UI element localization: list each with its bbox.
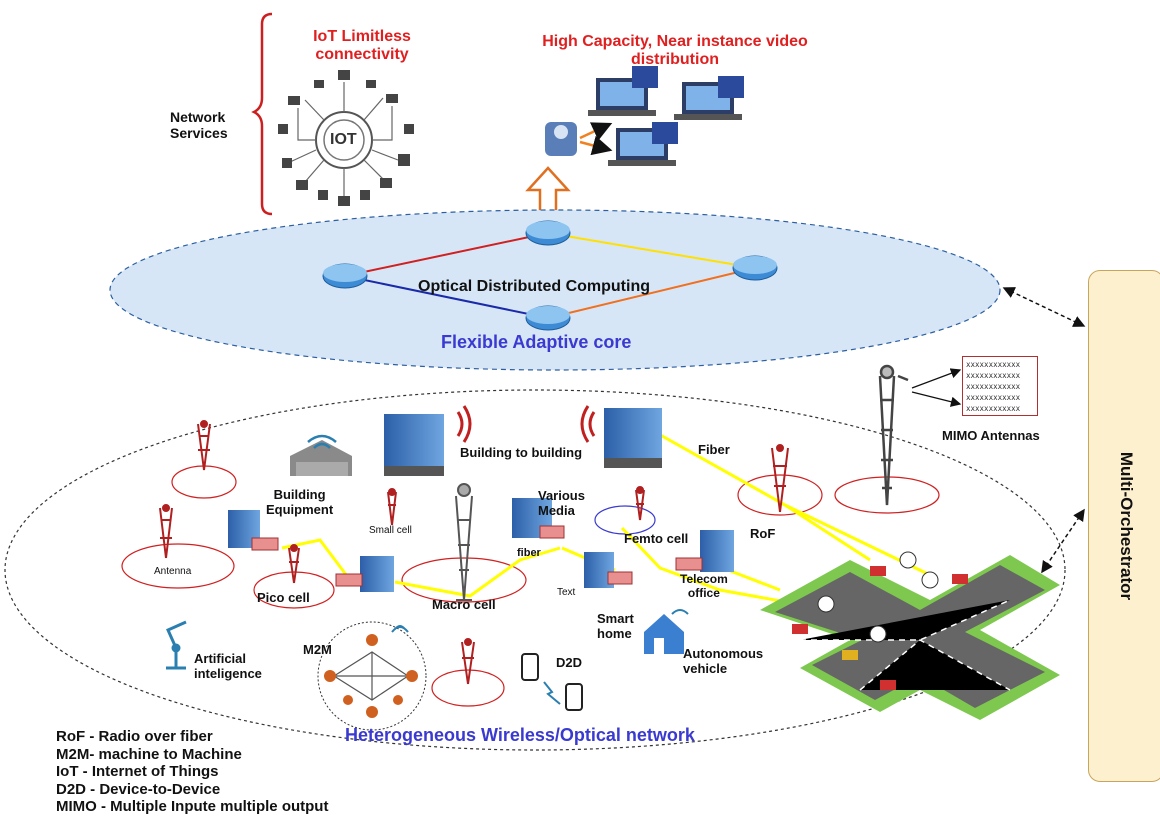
building-top-left — [384, 414, 444, 476]
network-services-label-line2: Services — [170, 125, 228, 142]
label-fiber-top: Fiber — [698, 442, 730, 457]
label-telecom-line2: office — [687, 585, 720, 600]
tower-macro — [455, 483, 473, 601]
label-smart-home-line1: Smart — [597, 611, 634, 626]
building-top-right — [604, 408, 662, 468]
core-center-label: Optical Distributed Computing — [418, 278, 650, 295]
network-services-bracket — [251, 12, 273, 216]
mimo-row: xxxxxxxxxxxx — [966, 360, 1021, 369]
label-ai-line2: inteligence — [194, 665, 262, 681]
user-icon — [545, 122, 577, 156]
up-arrow — [525, 166, 571, 214]
label-pico-cell: Pico cell — [257, 590, 310, 605]
label-various-media-line2: Media — [538, 502, 575, 518]
video-title-line1: High Capacity, Near instance video — [542, 33, 808, 50]
label-ai-line1: Artificial — [194, 651, 247, 666]
video-title-line2: distribution — [631, 51, 719, 69]
core-orchestrator-arrow — [1002, 287, 1086, 327]
building-various-media — [512, 498, 565, 539]
signal-icon-right — [456, 405, 472, 443]
label-femto-cell: Femto cell — [624, 531, 689, 546]
laptop-3 — [608, 122, 678, 166]
label-smart-home-line2: home — [597, 625, 632, 641]
d2d-graphic — [521, 653, 583, 711]
label-building-to-building: Building to building — [460, 445, 583, 460]
mimo-row: xxxxxxxxxxxx — [966, 393, 1021, 402]
tower-bottom — [461, 638, 475, 685]
laptop-2 — [674, 76, 744, 120]
laptop-1 — [588, 66, 658, 116]
label-building-equipment-line1: Building — [273, 487, 326, 502]
label-autonomous-line2: vehicle — [683, 660, 728, 676]
core-links — [344, 232, 756, 319]
core-router-bottom — [525, 305, 571, 331]
access-network-name: Heterogeneous Wireless/Optical network — [345, 725, 695, 745]
tower-small-cell — [387, 488, 397, 526]
label-telecom-line1: Telecom — [680, 572, 728, 586]
label-mimo-antennas: MIMO Antennas — [942, 428, 1040, 443]
access-orchestrator-arrow — [1041, 508, 1085, 574]
robot-arm-icon — [166, 620, 187, 670]
core-ellipse — [109, 209, 1001, 371]
building-telecom — [675, 530, 734, 572]
iot-title-line1: IoT Limitless — [313, 28, 411, 45]
label-text-link: Text — [557, 587, 576, 598]
legend-item: RoF - Radio over fiber — [56, 728, 213, 745]
network-services-label-line1: Network — [170, 109, 226, 125]
label-building-equipment-line2: Equipment — [266, 501, 334, 517]
mimo-matrix: xxxxxxxxxxxx xxxxxxxxxxxx xxxxxxxxxxxx x… — [962, 356, 1038, 416]
abbreviation-legend: RoF - Radio over fiber M2M- machine to M… — [56, 728, 328, 816]
core-name-label: Flexible Adaptive core — [441, 332, 632, 352]
tower-pico — [288, 544, 300, 584]
iot-hub-graphic — [278, 70, 414, 206]
tower-top-left — [197, 420, 211, 471]
legend-item: MIMO - Multiple Inpute multiple output — [56, 798, 329, 815]
building-left — [228, 510, 279, 551]
video-distribution-graphic — [545, 66, 744, 166]
tower-antenna — [159, 504, 173, 559]
label-antenna: Antenna — [154, 566, 192, 577]
multi-orchestrator-label: Multi-Orchestrator — [1117, 451, 1136, 601]
label-small-cell: Small cell — [369, 525, 412, 536]
legend-item: D2D - Device-to-Device — [56, 780, 221, 798]
tower-femto — [635, 486, 645, 521]
autonomous-vehicle-intersection — [760, 551, 1060, 720]
signal-icon-left — [580, 405, 596, 443]
legend-item: IoT - Internet of Things — [56, 763, 219, 780]
core-router-right — [732, 255, 778, 281]
label-rof: RoF — [750, 526, 776, 541]
label-fiber-small: fiber — [517, 547, 541, 559]
label-d2d: D2D — [556, 655, 583, 670]
building-center-left — [335, 556, 394, 592]
core-router-top — [525, 220, 571, 246]
iot-title-line2: connectivity — [315, 46, 409, 64]
label-autonomous-line1: Autonomous — [683, 646, 764, 661]
tower-rof — [771, 444, 789, 513]
smart-home-icon — [644, 609, 689, 654]
wifi-icon-building-equipment — [307, 434, 337, 449]
femto-coverage — [594, 505, 656, 535]
m2m-graphic — [317, 621, 427, 731]
legend-item: M2M- machine to Machine — [56, 745, 242, 763]
mimo-row: xxxxxxxxxxxx — [966, 404, 1021, 413]
building-equipment-house — [290, 440, 352, 476]
label-various-media-line1: Various — [538, 488, 585, 503]
multi-orchestrator-box: Multi-Orchestrator — [1088, 270, 1160, 782]
mimo-row: xxxxxxxxxxxx — [966, 371, 1021, 380]
iot-hub-text: IOT — [330, 131, 357, 148]
core-router-left — [322, 263, 368, 289]
label-macro-cell: Macro cell — [432, 597, 496, 612]
mimo-row: xxxxxxxxxxxx — [966, 382, 1021, 391]
label-m2m: M2M — [303, 642, 332, 657]
building-text — [584, 552, 633, 588]
tower-mimo — [878, 364, 909, 506]
